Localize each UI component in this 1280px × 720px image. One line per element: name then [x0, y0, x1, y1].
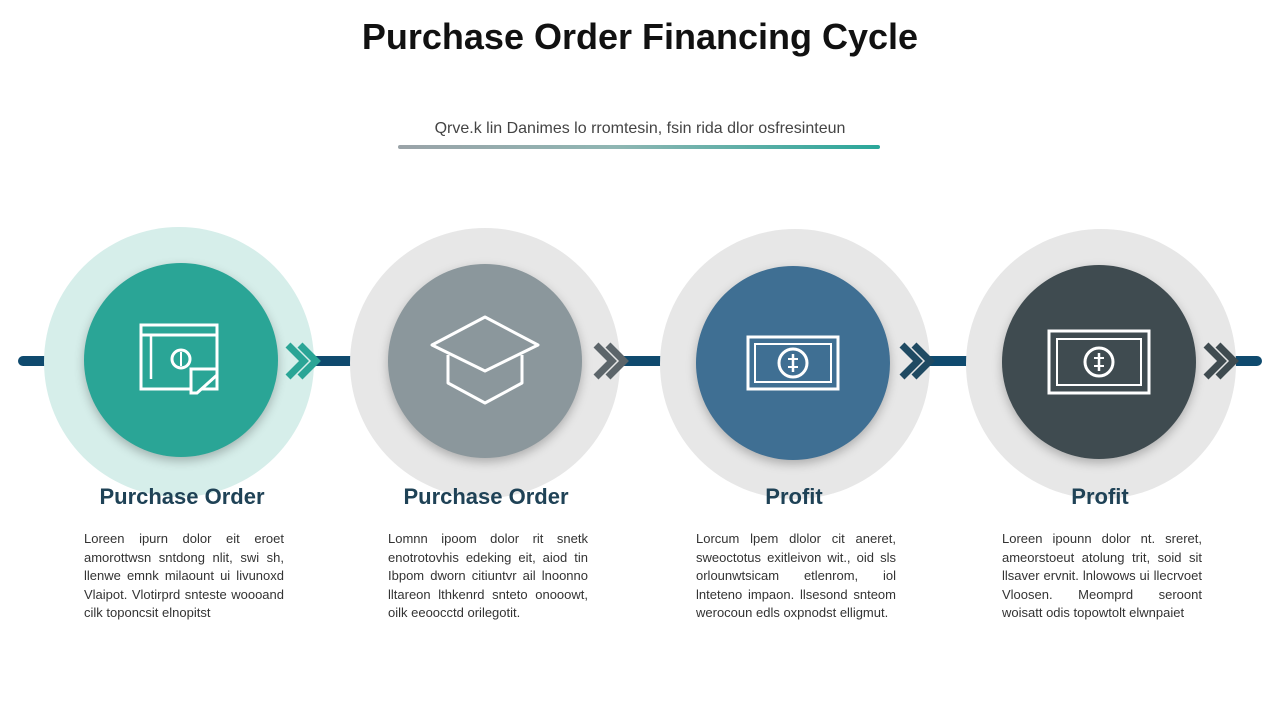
purchase-order-document-icon	[139, 323, 219, 395]
step-3-title: Profit	[765, 484, 823, 509]
step-1-description: Loreen ipurn dolor eit eroet amorottwsn …	[84, 531, 284, 620]
step-4-description: Loreen ipounn dolor nt. sreret, ameorsto…	[1002, 531, 1202, 620]
dollar-bill-icon	[746, 335, 840, 391]
dollar-bill-icon	[1047, 329, 1151, 395]
step-4-arrow-icon	[1203, 342, 1239, 380]
step-3-disc	[696, 266, 890, 460]
step-2-description: Lomnn ipoom dolor rit snetk enotrotovhis…	[388, 531, 588, 620]
step-3-description: Lorcum lpem dlolor cit aneret, sweoctotu…	[696, 531, 896, 620]
step-2-disc	[388, 264, 582, 458]
page-subtitle: Qrve.k lin Danimes lo rromtesin, fsin ri…	[434, 120, 846, 137]
step-3-arrow-icon	[899, 342, 935, 380]
step-2-title: Purchase Order	[403, 484, 569, 509]
step-4-title: Profit	[1071, 484, 1129, 509]
step-2-arrow-icon	[593, 342, 629, 380]
step-1-arrow-icon	[285, 342, 321, 380]
page-title: Purchase Order Financing Cycle	[361, 16, 919, 57]
step-1-title: Purchase Order	[99, 484, 265, 509]
step-4-disc	[1002, 265, 1196, 459]
graduation-cap-icon	[430, 315, 540, 405]
process-flow-line	[18, 356, 1262, 366]
subtitle-underline	[398, 145, 880, 149]
step-1-disc	[84, 263, 278, 457]
